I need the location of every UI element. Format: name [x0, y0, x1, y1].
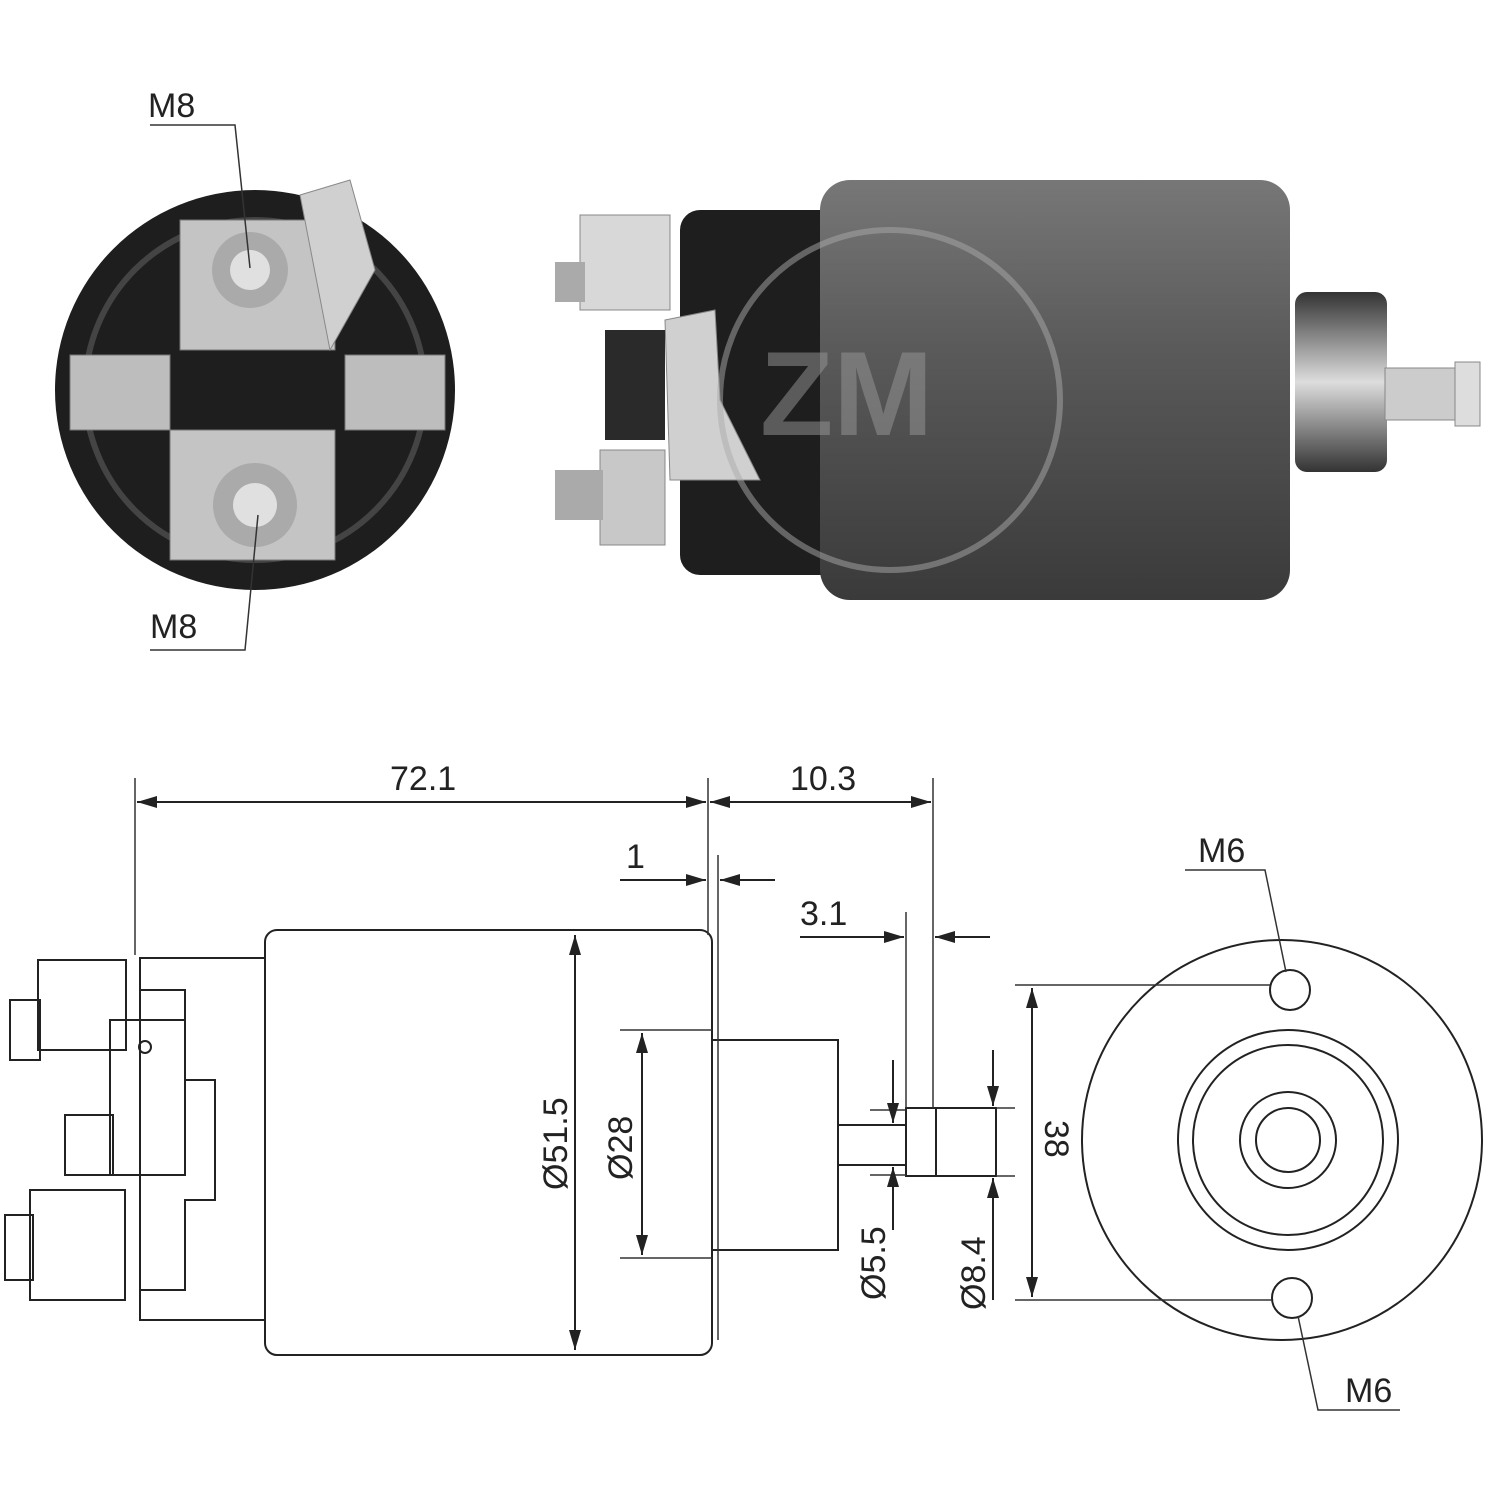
- dim-plunger-length: 10.3: [790, 760, 856, 798]
- watermark-logo: ZM: [760, 327, 933, 461]
- end-drawing: 38 M6 M6: [1015, 832, 1483, 1411]
- side-drawing: 72.1 10.3 1 3.1 Ø51.5 Ø28 Ø5.5 Ø8.4: [4, 760, 1015, 1356]
- side-view-photo: ZM: [555, 180, 1481, 600]
- dim-shaft-diameter: Ø5.5: [855, 1226, 893, 1300]
- end-view-label-bottom: M8: [150, 608, 197, 646]
- hole-label-bottom: M6: [1345, 1372, 1392, 1410]
- dim-body-diameter: Ø51.5: [537, 1097, 575, 1190]
- dim-tip-diameter: Ø8.4: [955, 1236, 993, 1310]
- dim-gap: 1: [626, 838, 645, 876]
- dim-hole-spacing: 38: [1037, 1120, 1075, 1158]
- hole-label-top: M6: [1198, 832, 1245, 870]
- dim-plunger-diameter: Ø28: [602, 1116, 640, 1180]
- dim-overall-length: 72.1: [390, 760, 456, 798]
- end-view-label-top: M8: [148, 87, 195, 125]
- dim-shaft-step: 3.1: [800, 895, 847, 933]
- end-view-photo: M8 M8: [55, 87, 455, 651]
